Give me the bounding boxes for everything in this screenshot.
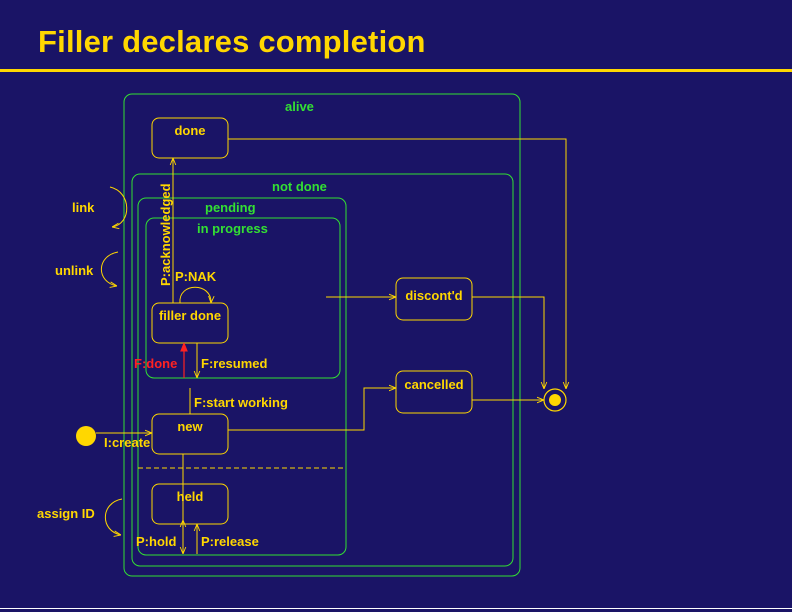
state-label-discontd: discont'd <box>405 288 462 303</box>
label-create: I:create <box>104 435 150 450</box>
region-label-pending: pending <box>205 200 256 215</box>
label-resumed: F:resumed <box>201 356 268 371</box>
label-hold: P:hold <box>136 534 176 549</box>
bottom-rule <box>0 608 792 609</box>
region-pending <box>137 197 347 556</box>
arrow-link <box>109 186 128 227</box>
label-unlink: unlink <box>55 263 94 278</box>
state-cancelled[interactable] <box>395 370 473 414</box>
state-label-filler-done: filler done <box>159 308 221 323</box>
arrow-nak <box>179 286 211 303</box>
initial-state <box>76 426 96 446</box>
region-label-alive: alive <box>285 99 314 114</box>
label-link: link <box>72 200 95 215</box>
label-start-working: F:start working <box>194 395 288 410</box>
label-nak: P:NAK <box>175 269 217 284</box>
label-release: P:release <box>201 534 259 549</box>
arrow-discontd-to-final <box>472 296 544 389</box>
state-held[interactable] <box>151 483 229 525</box>
state-discontd[interactable] <box>395 277 473 321</box>
region-in-progress <box>145 217 341 379</box>
slide-title: Filler declares completion <box>38 24 426 59</box>
region-not-done <box>131 173 514 567</box>
state-label-new: new <box>177 419 203 434</box>
label-acknowledged: P:acknowledged <box>158 183 173 286</box>
final-state-dot <box>549 394 561 406</box>
region-alive <box>123 93 521 577</box>
arrow-assign-id <box>105 498 123 535</box>
label-f-done: F:done <box>134 356 177 371</box>
state-label-done: done <box>174 123 205 138</box>
arrow-unlink <box>101 251 119 286</box>
label-assign-id: assign ID <box>37 506 95 521</box>
region-label-not-done: not done <box>272 179 327 194</box>
region-label-in-progress: in progress <box>197 221 268 236</box>
arrow-done-to-final <box>228 138 566 389</box>
title-rule <box>0 69 792 72</box>
state-label-held: held <box>177 489 204 504</box>
arrow-new-to-cancelled <box>228 388 396 431</box>
state-done[interactable] <box>151 117 229 159</box>
state-filler-done[interactable] <box>151 302 229 344</box>
state-label-cancelled: cancelled <box>404 377 463 392</box>
